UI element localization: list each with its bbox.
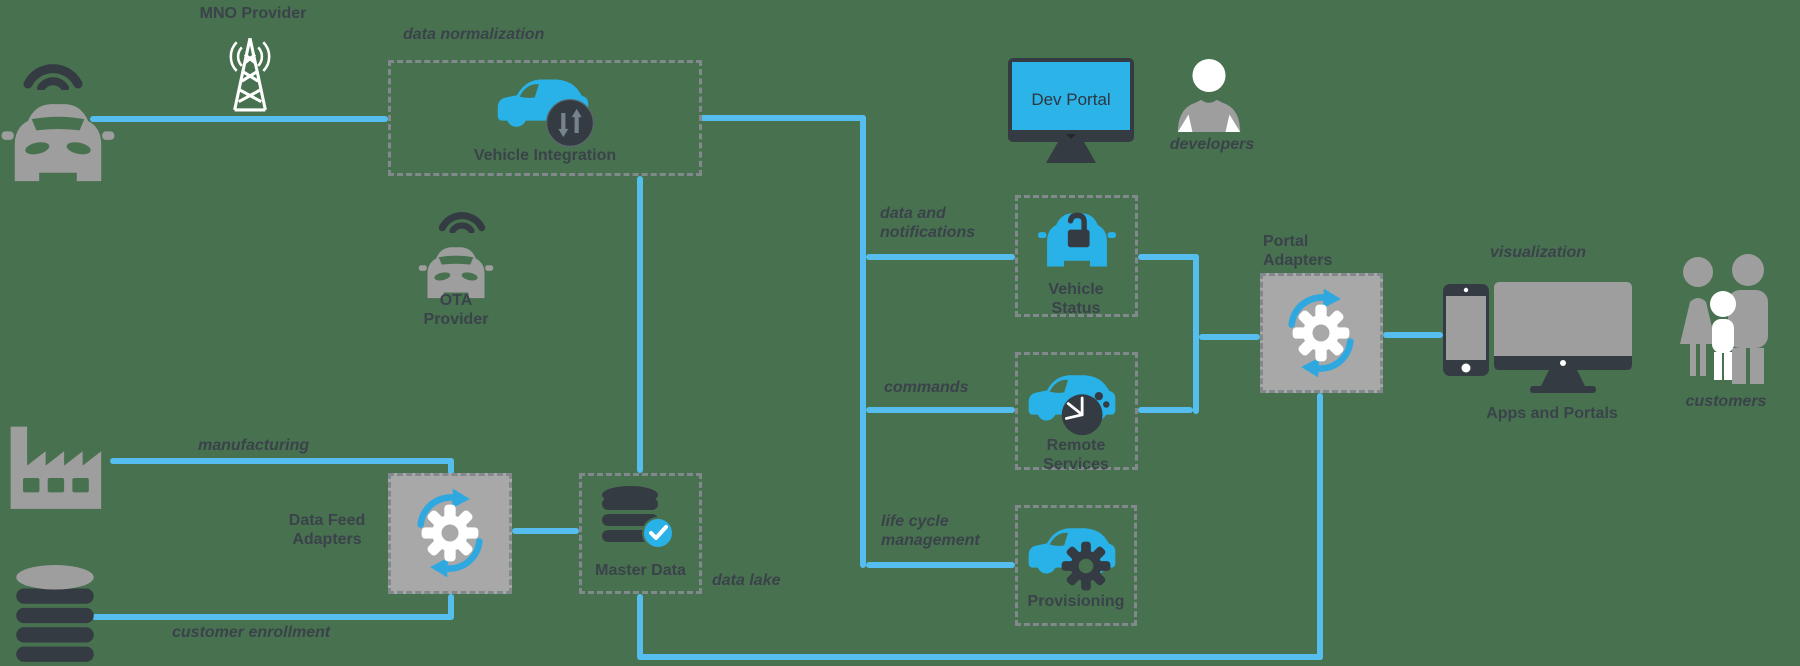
- cell-tower-icon: [229, 37, 271, 112]
- adapters-bottom-stub: [448, 594, 454, 620]
- portal-adapters-label: Portal Adapters: [1263, 233, 1333, 269]
- gauge-icon: [1061, 391, 1110, 436]
- open-lock-icon: [1067, 212, 1090, 248]
- connector-integration-to-master-data: [637, 176, 643, 473]
- master-data-bottom-vertical: [637, 594, 643, 658]
- wifi-icon: [23, 64, 83, 90]
- commands-label: commands: [884, 379, 969, 396]
- connected-car-icon: [1, 104, 115, 182]
- connector-merge-to-portal-adapters: [1199, 334, 1260, 340]
- connector-remote-services-to-merge: [1138, 407, 1193, 413]
- connector-enrollment-to-adapters: [92, 614, 454, 620]
- life-cycle-management-label: life cycle management: [881, 513, 980, 549]
- connector-factory-to-adapters: [110, 458, 454, 464]
- connector-car-to-vehicle-integration: [90, 116, 388, 122]
- connector-integration-to-bus: [700, 115, 866, 121]
- customers-label: customers: [1685, 393, 1767, 410]
- ota-car-icon: [418, 247, 494, 299]
- connector-bus-to-provisioning: [866, 562, 1015, 568]
- master-data-database-icon: [602, 486, 674, 549]
- apps-and-portals-label: Apps and Portals: [1486, 405, 1618, 422]
- enrollment-database-icon: [16, 565, 94, 662]
- master-data-label: Master Data: [595, 562, 686, 579]
- connector-adapters-to-master-data: [512, 528, 579, 534]
- developers-label: developers: [1169, 136, 1255, 153]
- provisioning-label: Provisioning: [1027, 593, 1125, 610]
- customers-family-icon: [1680, 254, 1768, 384]
- vehicle-status-box: [1015, 195, 1138, 317]
- data-feed-adapters-label: Data Feed Adapters: [288, 512, 366, 548]
- dev-portal-label: Dev Portal: [1031, 90, 1111, 109]
- gear-icon: [1061, 541, 1111, 591]
- connector-bus-to-vehicle-status: [866, 254, 1015, 260]
- phone-icon: [1443, 284, 1489, 376]
- monitor-icon: [1494, 282, 1632, 393]
- master-data-box: [579, 473, 702, 594]
- visualization-label: visualization: [1489, 244, 1587, 261]
- connector-vehicle-status-to-merge: [1138, 254, 1199, 260]
- portal-adapter-icon: [1288, 288, 1354, 378]
- developer-person-icon: [1177, 58, 1241, 132]
- sync-arrows-icon: [546, 99, 594, 147]
- ota-wifi-icon: [438, 212, 486, 233]
- dev-portal-monitor-icon: [1008, 58, 1134, 163]
- vehicle-integration-box: [388, 60, 702, 176]
- bottom-bus-horizontal: [637, 654, 1323, 660]
- connector-portal-adapters-to-apps: [1383, 332, 1443, 338]
- services-bus-vertical: [860, 115, 866, 568]
- data-lake-label: data lake: [712, 572, 781, 589]
- manufacturing-label: manufacturing: [198, 437, 310, 454]
- factory-icon: [10, 426, 102, 509]
- mno-provider-label: MNO Provider: [199, 5, 307, 22]
- ota-provider-label: OTA Provider: [423, 292, 489, 328]
- provisioning-box: [1015, 505, 1137, 626]
- data-and-notifications-label: data and notifications: [880, 205, 976, 241]
- adapters-top-stub: [448, 458, 454, 475]
- vehicle-integration-label: Vehicle Integration: [473, 147, 617, 164]
- data-feed-adapter-icon: [417, 488, 483, 578]
- customer-enrollment-label: customer enrollment: [172, 624, 331, 641]
- vehicle-status-label: Vehicle Status: [1048, 281, 1104, 317]
- remote-services-box: [1015, 352, 1138, 470]
- portal-merge-vertical: [1193, 254, 1199, 414]
- portal-adapters-bottom-vertical: [1317, 393, 1323, 660]
- remote-services-label: Remote Services: [1043, 437, 1109, 473]
- connector-bus-to-remote-services: [866, 407, 1015, 413]
- data-normalization-label: data normalization: [403, 26, 545, 43]
